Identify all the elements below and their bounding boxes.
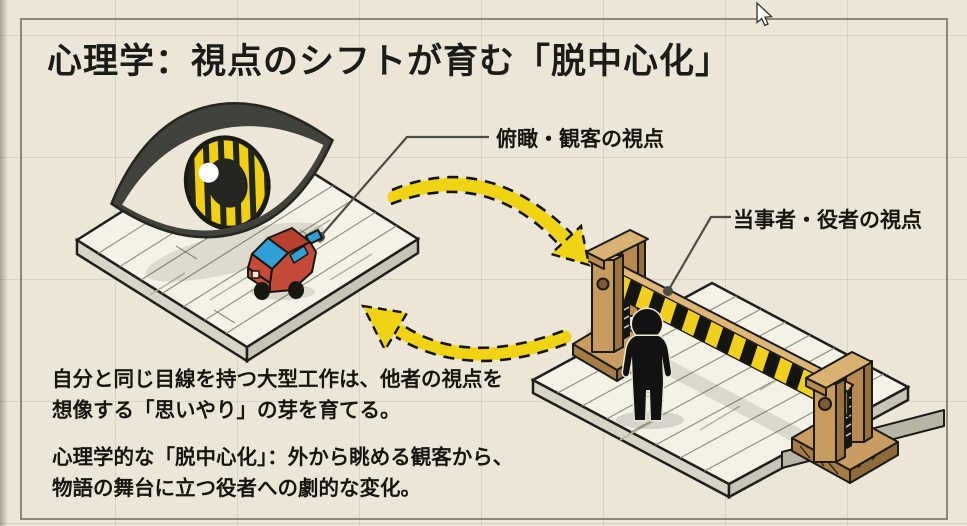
curved-arrow-right-icon xyxy=(387,175,591,267)
label-overhead-perspective: 俯瞰・観客の視点 xyxy=(496,128,664,151)
slide-title: 心理学：視点のシフトが育む「脱中心化」 xyxy=(47,42,732,81)
barrier-beam xyxy=(602,258,854,418)
leader-line-actor xyxy=(663,215,731,296)
mouse-cursor-icon xyxy=(756,1,773,27)
label-actor-perspective: 当事者・役者の視点 xyxy=(733,209,922,232)
crossing-gate-icon xyxy=(572,229,945,484)
paragraph-decentering: 心理学的な「脱中心化」：外から眺める観客から、 物語の舞台に立つ役者への劇的な変… xyxy=(52,446,514,500)
eye-icon xyxy=(109,101,335,239)
paragraph-empathy: 自分と同じ目線を持つ大型工作は、他者の視点を 想像する「思いやり」の芽を育てる。 xyxy=(52,368,503,422)
toy-car-icon xyxy=(247,227,323,300)
curved-arrow-left-icon xyxy=(360,304,572,363)
child-silhouette-icon xyxy=(616,307,684,429)
left-edge-vignette xyxy=(0,0,8,526)
